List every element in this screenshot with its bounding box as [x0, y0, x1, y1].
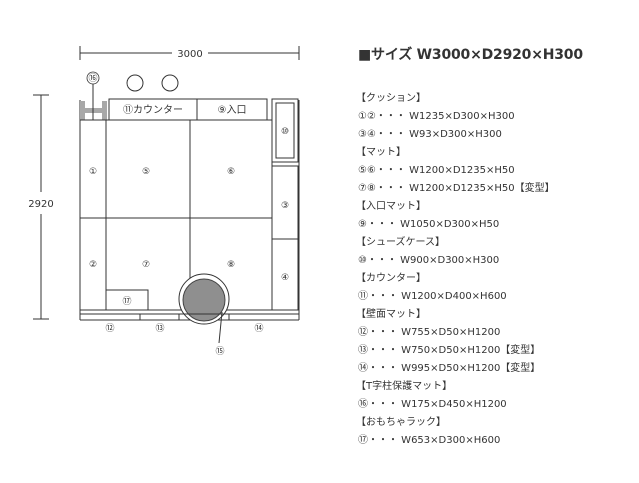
- mat-grid: [79, 119, 299, 311]
- mat-6-label: ⑥: [227, 167, 235, 177]
- svg-text:⑮: ⑮: [215, 346, 224, 357]
- pillar: [178, 273, 230, 325]
- floor-plan-diagram: 3000 2920 ⑯: [28, 46, 300, 357]
- spec-line-mat-5-6: ⑤⑥・・・ W1200×D1235×H50: [358, 165, 515, 176]
- wall-mat-12-label: ⑫: [105, 323, 114, 334]
- counter: ⑪カウンター: [108, 98, 198, 121]
- counter-label: ⑪カウンター: [123, 104, 183, 116]
- shoe-case: ⑩: [271, 98, 299, 163]
- spec-line-cushion-3-4: ③④・・・ W93×D300×H300: [358, 129, 502, 140]
- spec-heading-t-post-mat: 【T字柱保護マット】: [356, 381, 453, 392]
- part-15-marker: ⑮: [215, 311, 225, 357]
- width-label: 3000: [177, 49, 202, 60]
- wall-mats: [80, 313, 299, 320]
- cushion-4-label: ④: [281, 273, 289, 283]
- spec-line-wall-mat-12: ⑫・・・ W755×D50×H1200: [358, 327, 501, 338]
- spec-line-cushion-1-2: ①②・・・ W1235×D300×H300: [358, 111, 515, 122]
- depth-label: 2920: [28, 199, 53, 210]
- round-object-left: [126, 74, 144, 92]
- depth-dimension: 2920: [28, 94, 54, 320]
- part-16-marker: ⑯: [86, 71, 100, 120]
- wall-mat-14-label: ⑭: [254, 323, 263, 334]
- spec-heading-shoe-case: 【シューズケース】: [356, 237, 445, 248]
- spec-line-shoe-case-10: ⑩・・・ W900×D300×H300: [358, 255, 500, 266]
- width-dimension: 3000: [79, 46, 300, 60]
- round-object-right: [161, 74, 179, 92]
- spec-line-mat-7-8: ⑦⑧・・・ W1200×D1235×H50【変型】: [358, 183, 555, 194]
- spec-line-counter-11: ⑪・・・ W1200×D400×H600: [358, 291, 507, 302]
- spec-line-entrance-mat-9: ⑨・・・ W1050×D300×H50: [358, 219, 500, 230]
- shoe-case-label: ⑩: [281, 127, 289, 137]
- toy-rack: ⑰: [105, 289, 149, 311]
- entrance-mat-label: ⑨入口: [218, 105, 247, 116]
- mat-5-label: ⑤: [142, 167, 150, 177]
- cushion-1-label: ①: [89, 167, 97, 177]
- mat-7-label: ⑦: [142, 260, 150, 270]
- spec-heading-cushion: 【クッション】: [356, 93, 426, 104]
- svg-text:⑯: ⑯: [88, 73, 97, 84]
- spec-heading-entrance-mat: 【入口マット】: [356, 201, 426, 212]
- spec-line-toy-rack-17: ⑰・・・ W653×D300×H600: [358, 435, 501, 446]
- spec-heading-mat: 【マット】: [356, 147, 406, 158]
- toy-rack-label: ⑰: [122, 296, 131, 307]
- wall-mat-13-label: ⑬: [155, 323, 164, 334]
- size-title: ■サイズ W3000×D2920×H300: [358, 47, 583, 63]
- cushion-3-label: ③: [281, 201, 289, 211]
- spec-line-wall-mat-13: ⑬・・・ W750×D50×H1200【変型】: [358, 345, 541, 356]
- cushion-2-label: ②: [89, 260, 97, 270]
- spec-heading-counter: 【カウンター】: [356, 273, 426, 284]
- spec-heading-wall-mat: 【壁面マット】: [356, 309, 426, 320]
- spec-heading-toy-rack: 【おもちゃラック】: [356, 417, 446, 428]
- spec-line-t-post-mat-16: ⑯・・・ W175×D450×H1200: [358, 399, 507, 410]
- spec-line-wall-mat-14: ⑭・・・ W995×D50×H1200【変型】: [358, 363, 541, 374]
- spec-list: 【クッション】 ①②・・・ W1235×D300×H300 ③④・・・ W93×…: [356, 90, 631, 450]
- entrance-mat: ⑨入口: [196, 98, 268, 121]
- mat-8-label: ⑧: [227, 260, 235, 270]
